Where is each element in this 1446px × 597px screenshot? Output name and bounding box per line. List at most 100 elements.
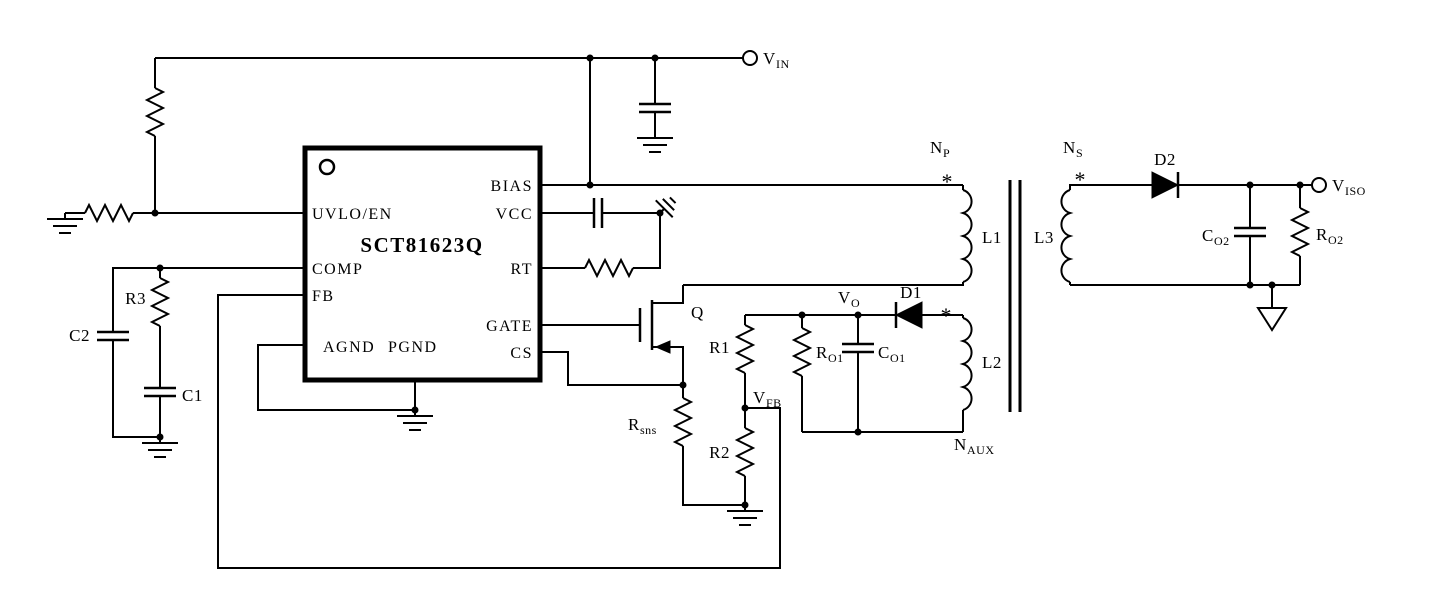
capacitor-c1	[144, 386, 176, 398]
co2-label: C	[1202, 226, 1214, 245]
co1-label-sub: O1	[890, 351, 906, 365]
naux-label-sub: AUX	[967, 443, 995, 457]
polarity-mark-primary: *	[942, 169, 953, 194]
viso-label-sub: ISO	[1345, 184, 1366, 198]
resistor-ro1	[791, 327, 813, 377]
polarity-mark-secondary: *	[1075, 167, 1086, 192]
vo-label: V	[838, 288, 851, 307]
junction-dot	[1268, 281, 1276, 289]
ns-label: N	[1063, 138, 1076, 157]
junction-dot	[586, 54, 594, 62]
vfb-label-sub: FB	[766, 396, 782, 410]
d2-label: D2	[1154, 150, 1176, 169]
fb-sense-wire	[217, 294, 781, 569]
diode-d1	[894, 301, 923, 329]
c2-label: C2	[69, 326, 90, 345]
compensation-network: C2 R3 C1	[69, 267, 305, 458]
np-label-sub: P	[943, 146, 950, 160]
agnd-wire	[257, 344, 415, 411]
mosfet-drain-wire	[652, 285, 684, 304]
ground-icon	[655, 196, 677, 218]
aux-rectifier-network: V O R O1 C O1 D1	[745, 283, 963, 433]
rt-resistor	[584, 257, 634, 279]
current-sense-network: R sns	[540, 351, 763, 526]
divider-bottom-resistor	[84, 202, 134, 224]
junction-dot	[679, 381, 687, 389]
ro1-label-sub: O1	[828, 351, 844, 365]
junction-dot	[1246, 181, 1254, 189]
ns-label-sub: S	[1076, 146, 1083, 160]
junction-dot	[151, 209, 159, 217]
co2-label-sub: O2	[1214, 234, 1230, 248]
transformer: N P * L1 * L2 N AUX N S * L3	[540, 138, 1152, 457]
ic-sct81623q: SCT81623Q UVLO/EN COMP FB AGND PGND BIAS…	[302, 145, 543, 383]
junction-dot	[798, 311, 806, 319]
viso-terminal	[1311, 177, 1327, 193]
junction-dot	[411, 406, 419, 414]
winding-primary	[959, 189, 973, 283]
pin-label-vcc: VCC	[496, 206, 533, 223]
junction-dot	[1296, 181, 1304, 189]
junction-dot	[741, 501, 749, 509]
ro2-label: R	[1316, 225, 1328, 244]
l3-label: L3	[1034, 228, 1054, 247]
pin-label-cs: CS	[510, 345, 533, 362]
pin-label-pgnd: PGND	[388, 339, 438, 356]
cs-wire	[540, 351, 683, 386]
ic-body	[302, 145, 543, 383]
r2-label: R2	[709, 443, 730, 462]
diode-d2	[1151, 171, 1180, 199]
q-label: Q	[691, 303, 704, 322]
junction-dots	[151, 54, 1304, 509]
primary-bottom-wire	[683, 282, 964, 286]
ground-icon	[637, 137, 673, 153]
pin-label-agnd: AGND	[323, 339, 375, 356]
l2-label: L2	[982, 353, 1002, 372]
junction-dot	[156, 264, 164, 272]
capacitor-co1	[842, 342, 874, 354]
transformer-core	[1008, 180, 1022, 412]
junction-dot	[741, 404, 749, 412]
np-label: N	[930, 138, 943, 157]
vin-terminal	[742, 50, 758, 66]
r3-label: R3	[125, 289, 146, 308]
secondary-output-section: D2 V ISO C O2 R O2	[1070, 150, 1366, 332]
rt-gnd-wire	[633, 213, 661, 269]
divider-top-resistor	[144, 87, 166, 137]
mosfet-arrow-icon	[654, 340, 671, 354]
junction-dot	[854, 428, 862, 436]
vfb-label: V	[753, 388, 766, 407]
junction-dot	[156, 433, 164, 441]
winding-secondary	[1060, 189, 1074, 283]
winding-aux	[959, 317, 973, 411]
c1-label: C1	[182, 386, 203, 405]
resistor-r1	[734, 324, 756, 374]
ic-name: SCT81623Q	[360, 233, 483, 257]
resistor-ro2	[1289, 207, 1311, 257]
vcc-capacitor	[592, 198, 604, 228]
input-capacitor	[639, 102, 671, 114]
junction-dot	[656, 209, 664, 217]
capacitor-c2	[97, 330, 129, 342]
capacitor-co2	[1234, 226, 1266, 238]
pin-label-fb: FB	[312, 288, 335, 305]
vin-label: V	[763, 49, 776, 68]
pin1-marker-icon	[318, 158, 336, 176]
secondary-top-wire	[1069, 184, 1152, 190]
junction-dot	[1246, 281, 1254, 289]
ro2-label-sub: O2	[1328, 233, 1344, 247]
c2-bottom-wire	[112, 340, 160, 438]
mosfet-q: Q	[540, 285, 704, 385]
polarity-mark-aux: *	[941, 303, 952, 328]
vo-label-sub: O	[851, 296, 860, 310]
naux-label: N	[954, 435, 967, 454]
junction-dot	[586, 181, 594, 189]
rsns-bottom-wire	[682, 446, 745, 506]
c2-top-wire	[112, 267, 160, 332]
power-input-section: V IN	[47, 49, 789, 234]
ro1-label: R	[816, 343, 828, 362]
resistor-r3	[149, 277, 171, 327]
d1-label: D1	[900, 283, 922, 302]
